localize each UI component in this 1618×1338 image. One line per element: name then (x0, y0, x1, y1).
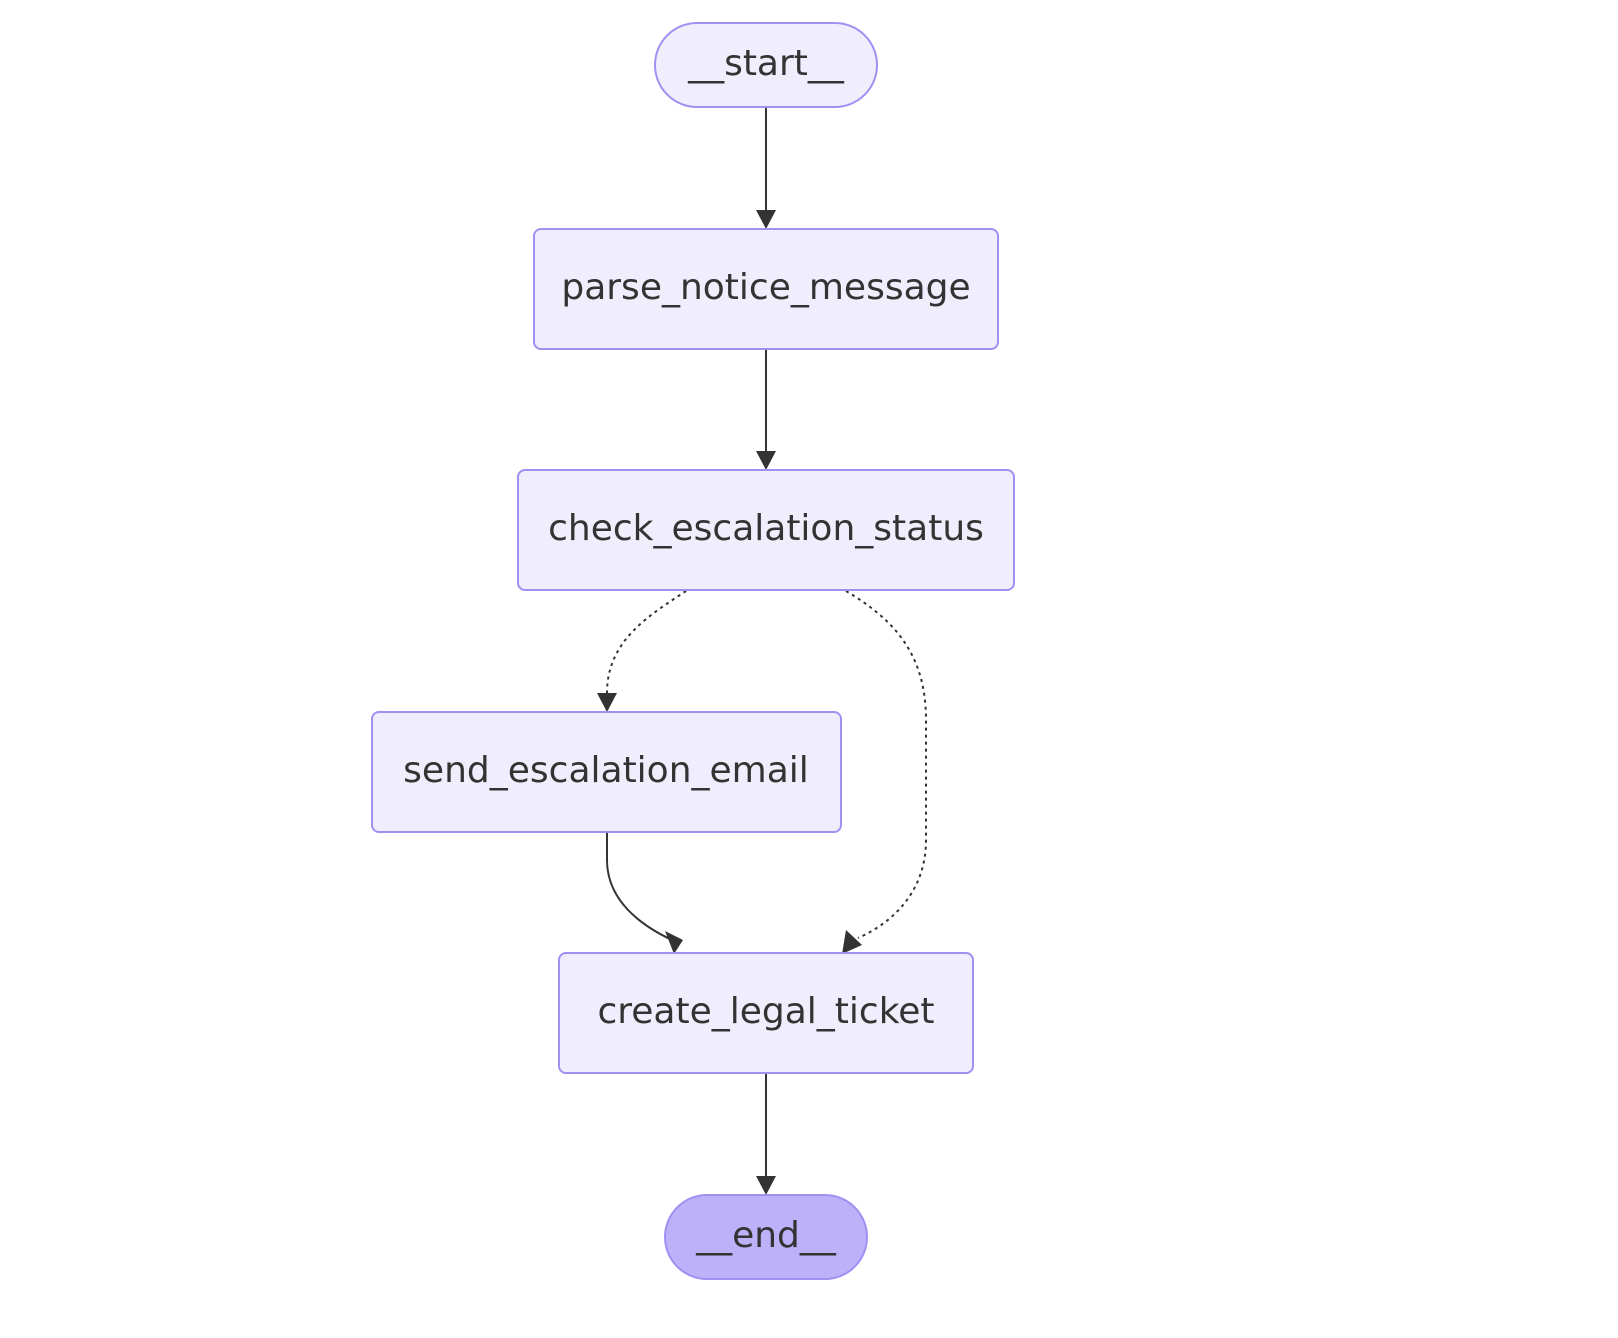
node-end[interactable]: __end__ (664, 1194, 868, 1280)
node-send-escalation-email[interactable]: send_escalation_email (371, 711, 842, 833)
edge-check-to-email (606, 590, 687, 694)
node-parse-label: parse_notice_message (561, 267, 970, 308)
node-parse-shape (533, 228, 999, 350)
arrowhead-start-to-parse (756, 210, 776, 229)
arrowhead-email-to-ticket (665, 931, 683, 954)
arrowhead-parse-to-check (756, 451, 776, 470)
node-check-label: check_escalation_status (548, 508, 984, 549)
node-end-shape (664, 1194, 868, 1280)
edge-check-to-ticket (845, 590, 927, 939)
node-ticket-shape (558, 952, 974, 1074)
node-ticket-label: create_legal_ticket (597, 991, 934, 1032)
arrowhead-ticket-to-end (756, 1176, 776, 1195)
arrowhead-check-to-email (597, 693, 617, 712)
node-end-label: __end__ (695, 1215, 837, 1256)
edges (597, 108, 927, 1195)
node-create-legal-ticket[interactable]: create_legal_ticket (558, 952, 974, 1074)
node-start-label: __start__ (687, 43, 845, 84)
node-email-shape (371, 711, 842, 833)
arrowhead-check-to-ticket (842, 930, 862, 954)
edge-email-to-ticket (606, 832, 673, 941)
node-start[interactable]: __start__ (654, 22, 878, 108)
node-email-label: send_escalation_email (403, 750, 809, 791)
node-check-shape (517, 469, 1015, 591)
node-check-escalation-status[interactable]: check_escalation_status (517, 469, 1015, 591)
node-parse-notice-message[interactable]: parse_notice_message (533, 228, 999, 350)
node-start-shape (654, 22, 878, 108)
